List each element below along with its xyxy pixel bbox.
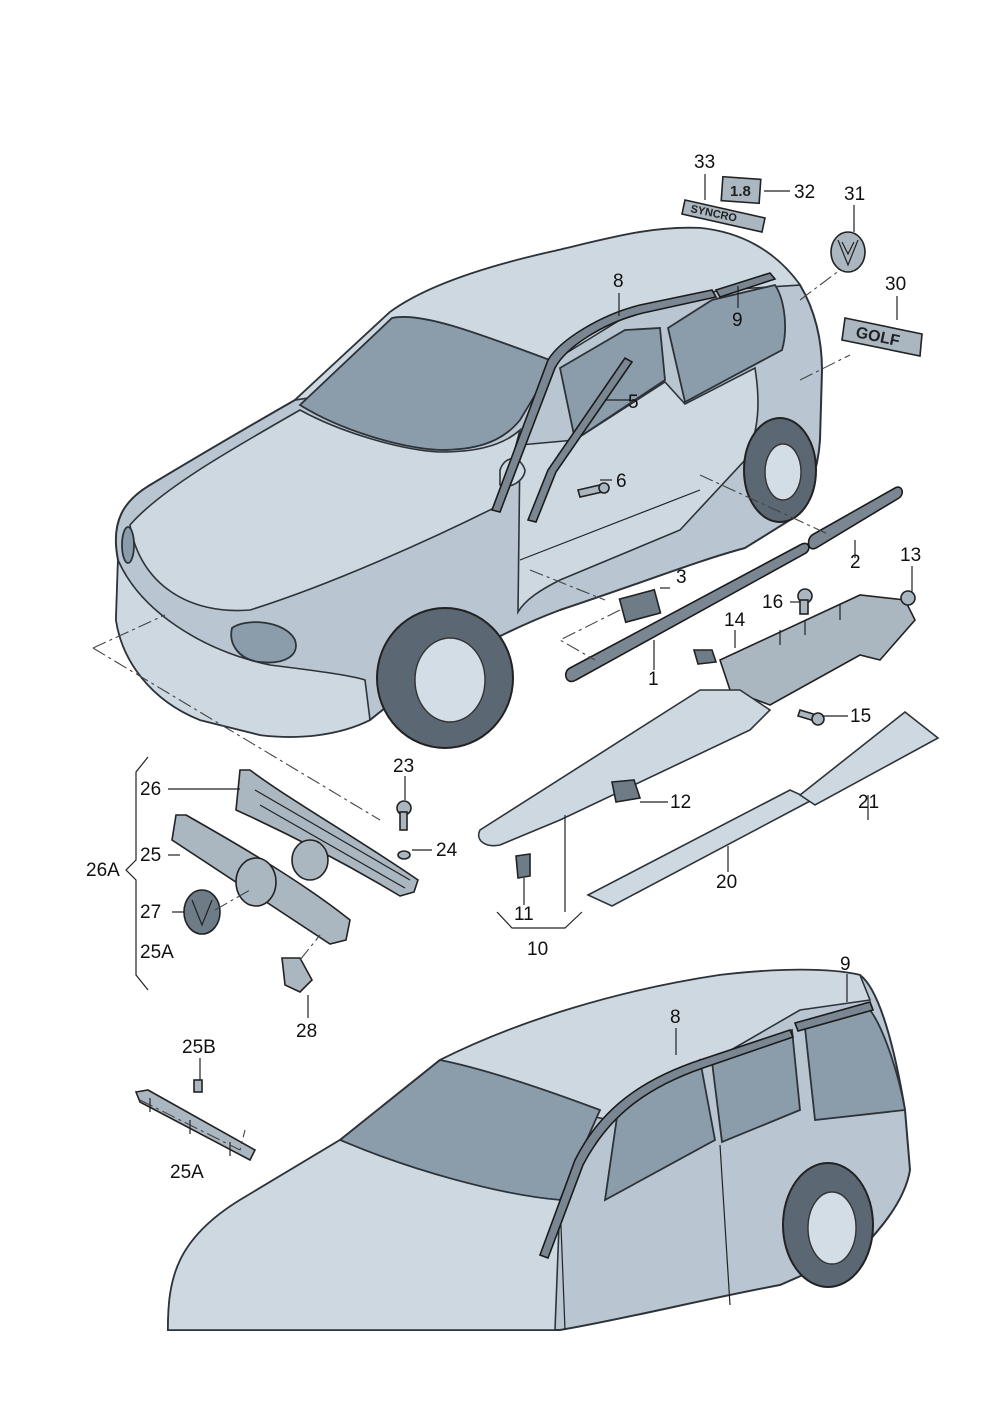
leader-lines <box>125 174 913 1080</box>
callout-25: 25 <box>140 845 161 866</box>
callout-25B: 25B <box>182 1037 216 1058</box>
callout-32: 32 <box>794 182 815 203</box>
roof-molding-hatchback <box>490 272 777 523</box>
displacement-badge: 1.8 <box>720 175 762 205</box>
vw-emblem-rear <box>830 231 866 273</box>
screw-part-23 <box>396 800 412 831</box>
callout-33: 33 <box>694 152 715 173</box>
callout-3: 3 <box>676 567 687 588</box>
grille-25 <box>171 814 351 945</box>
reference-lines <box>92 269 851 1151</box>
callout-15: 15 <box>850 706 871 727</box>
displacement-badge-text: 1.8 <box>730 183 751 200</box>
bracket-part-28 <box>281 957 313 993</box>
callout-27: 27 <box>140 902 161 923</box>
bolt-part-15 <box>796 709 825 726</box>
callout-8-hatchback: 8 <box>613 271 624 292</box>
clip-part-6 <box>576 482 610 498</box>
callout-11: 11 <box>514 904 534 925</box>
callout-labels: 33 32 31 30 8 9 5 6 3 1 2 13 14 16 15 12… <box>86 152 921 1183</box>
bolt-part-16 <box>797 588 813 615</box>
grille-26 <box>235 769 419 897</box>
callout-13: 13 <box>900 545 921 566</box>
washer-part-24 <box>397 850 411 860</box>
side-molding-2 <box>807 486 904 550</box>
callout-23: 23 <box>393 756 414 777</box>
callout-21: 21 <box>858 792 879 813</box>
roof-molding-estate <box>538 1001 875 1260</box>
callout-20: 20 <box>716 872 737 893</box>
screw-part-25B <box>193 1079 203 1093</box>
hatchback-car-illustration <box>114 226 824 749</box>
callout-12: 12 <box>670 792 691 813</box>
screw-part-13 <box>900 590 916 606</box>
callout-9-hatchback: 9 <box>732 310 743 331</box>
callout-16: 16 <box>762 592 783 613</box>
clip-part-11 <box>515 853 531 879</box>
callout-25A: 25A <box>140 942 174 963</box>
bracket-25A <box>134 1089 257 1162</box>
vw-emblem-front-27 <box>183 889 221 935</box>
callout-31: 31 <box>844 184 865 205</box>
callout-14: 14 <box>724 610 746 631</box>
callout-30: 30 <box>885 274 906 295</box>
sill-plate-21 <box>798 710 940 806</box>
emblem-part-3 <box>618 588 662 624</box>
callout-9-estate: 9 <box>840 954 851 975</box>
callout-26: 26 <box>140 779 161 800</box>
clip-part-14 <box>692 649 718 665</box>
side-molding-1 <box>564 542 810 683</box>
clip-part-12 <box>611 779 642 803</box>
callout-10: 10 <box>527 939 548 960</box>
callout-1: 1 <box>648 669 659 690</box>
sill-bracket-assembly <box>719 594 916 706</box>
callout-24: 24 <box>436 840 458 861</box>
callout-25A-bracket: 25A <box>170 1162 204 1183</box>
golf-badge: GOLF <box>841 317 923 357</box>
sill-trim-10 <box>478 689 772 847</box>
callout-26A: 26A <box>86 860 120 881</box>
callout-5: 5 <box>628 392 639 413</box>
callout-2: 2 <box>850 552 861 573</box>
callout-8-estate: 8 <box>670 1007 681 1028</box>
callout-6: 6 <box>616 471 627 492</box>
callout-28: 28 <box>296 1021 317 1042</box>
sill-plate-20 <box>586 789 814 907</box>
